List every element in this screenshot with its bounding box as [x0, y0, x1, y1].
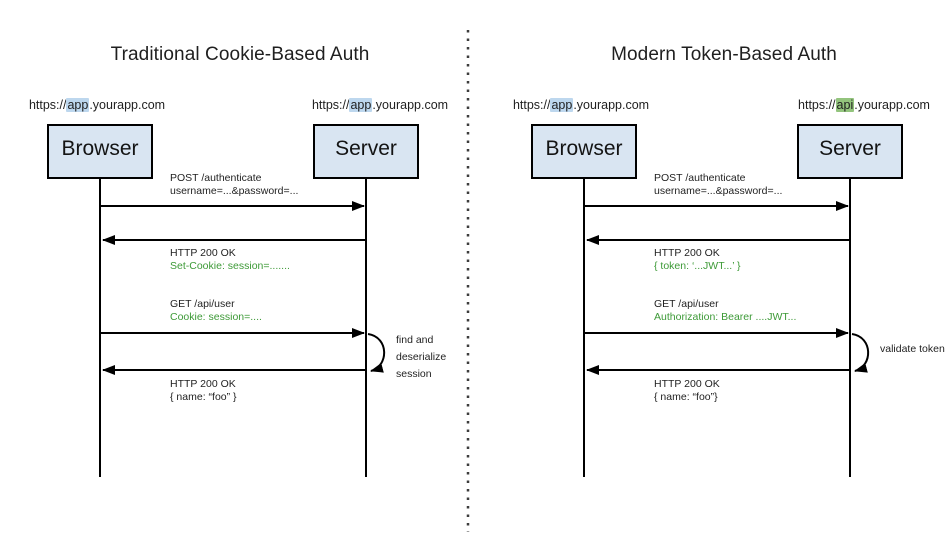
url-text: .yourapp.com: [854, 98, 930, 112]
browser-label: Browser: [61, 137, 139, 160]
message-label: GET /api/user Authorization: Bearer ....…: [654, 298, 796, 324]
url-text: .yourapp.com: [573, 98, 650, 112]
browser-url: https://app.yourapp.com: [0, 98, 217, 112]
self-loop-note: find and deserialize session: [396, 334, 447, 380]
message-line1: HTTP 200 OK: [654, 247, 720, 259]
server-label: Server: [335, 137, 397, 160]
server-url: https://api.yourapp.com: [744, 98, 950, 112]
url-highlight: app: [66, 98, 90, 112]
url-text: https://: [311, 98, 350, 112]
server-box: [313, 124, 419, 179]
url-text: .yourapp.com: [89, 98, 166, 112]
url-text: https://: [28, 98, 67, 112]
url-text: https://: [798, 98, 836, 112]
message-line2: Authorization: Bearer ....JWT...: [654, 311, 797, 323]
message-label: POST /authenticate username=...&password…: [170, 172, 298, 198]
panel-cookie-auth: Traditional Cookie-Based Auth https://ap…: [0, 0, 466, 540]
panel-title: Traditional Cookie-Based Auth: [110, 44, 370, 65]
sequence-diagram-canvas-right: [531, 124, 903, 477]
server-url: https://app.yourapp.com: [260, 98, 500, 112]
panel-title: Modern Token-Based Auth: [611, 44, 837, 65]
sequence-diagram-canvas-left: [47, 124, 419, 477]
message-line1: HTTP 200 OK: [170, 378, 236, 390]
browser-label: Browser: [545, 137, 623, 160]
self-loop-arrow: [367, 333, 386, 373]
message-line1: GET /api/user: [170, 298, 235, 310]
message-line2: { token: ‘...JWT...’ }: [654, 260, 741, 272]
url-text: .yourapp.com: [372, 98, 449, 112]
url-highlight: api: [835, 98, 855, 112]
panel-divider: [466, 30, 470, 532]
message-label: GET /api/user Cookie: session=....: [170, 298, 262, 324]
message-line1: GET /api/user: [654, 298, 719, 310]
server-label: Server: [819, 137, 881, 160]
message-line2: username=...&password=...: [170, 185, 299, 197]
message-line1: HTTP 200 OK: [654, 378, 720, 390]
message-line2: username=...&password=...: [654, 185, 783, 197]
message-line2: Set-Cookie: session=.......: [170, 260, 290, 272]
url-highlight: app: [349, 98, 373, 112]
browser-box: [531, 124, 637, 179]
url-text: https://: [512, 98, 551, 112]
message-line2: Cookie: session=....: [170, 311, 262, 323]
message-label: HTTP 200 OK { token: ‘...JWT...’ }: [654, 247, 741, 273]
self-loop-note: validate token: [880, 343, 945, 355]
message-line2: { name: “foo” }: [170, 391, 237, 403]
url-highlight: app: [550, 98, 574, 112]
self-loop-arrow: [851, 333, 870, 373]
browser-box: [47, 124, 153, 179]
message-label: HTTP 200 OK Set-Cookie: session=.......: [170, 247, 290, 273]
message-label: HTTP 200 OK { name: “foo”}: [654, 378, 720, 404]
browser-url: https://app.yourapp.com: [461, 98, 701, 112]
server-box: [797, 124, 903, 179]
message-line1: HTTP 200 OK: [170, 247, 236, 259]
message-line2: { name: “foo”}: [654, 391, 718, 403]
message-label: HTTP 200 OK { name: “foo” }: [170, 378, 237, 404]
message-line1: POST /authenticate: [654, 172, 746, 184]
panel-token-auth: Modern Token-Based Auth https://app.your…: [484, 0, 950, 540]
message-label: POST /authenticate username=...&password…: [654, 172, 782, 198]
message-line1: POST /authenticate: [170, 172, 262, 184]
